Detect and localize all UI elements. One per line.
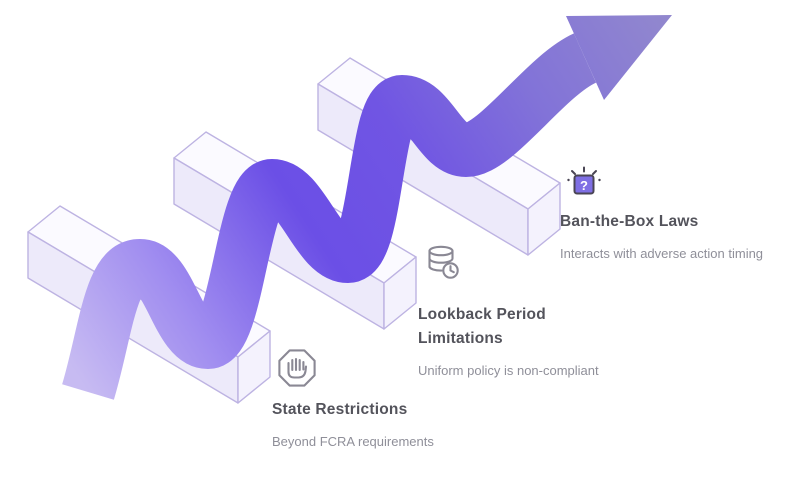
- step-subtitle: Beyond FCRA requirements: [272, 434, 434, 450]
- hurdle-end-face: [383, 256, 417, 330]
- ballot-box-question-icon: ?: [567, 166, 601, 195]
- step-state-restrictions: State Restrictions Beyond FCRA requireme…: [272, 398, 472, 452]
- step-title: Lookback Period Limitations: [418, 306, 546, 348]
- step-lookback-period: Lookback Period Limitations Uniform poli…: [418, 303, 653, 381]
- step-title: Ban-the-Box Laws: [560, 213, 699, 230]
- stop-hand-icon: [278, 349, 316, 387]
- hurdle-end-face: [237, 330, 271, 404]
- arrowhead: [566, 15, 672, 100]
- question-mark: ?: [580, 178, 588, 193]
- ribbon-arrow: [62, 15, 672, 400]
- step-title: State Restrictions: [272, 401, 408, 418]
- ribbon-wave: [62, 33, 598, 400]
- database-clock-icon: [428, 245, 459, 279]
- ballot-box: [573, 174, 595, 195]
- step-subtitle: Interacts with adverse action timing: [560, 246, 764, 262]
- step-ban-the-box: Ban-the-Box Laws Interacts with adverse …: [560, 210, 775, 264]
- step-subtitle: Uniform policy is non-compliant: [418, 363, 599, 379]
- hurdle-end-face: [527, 182, 561, 256]
